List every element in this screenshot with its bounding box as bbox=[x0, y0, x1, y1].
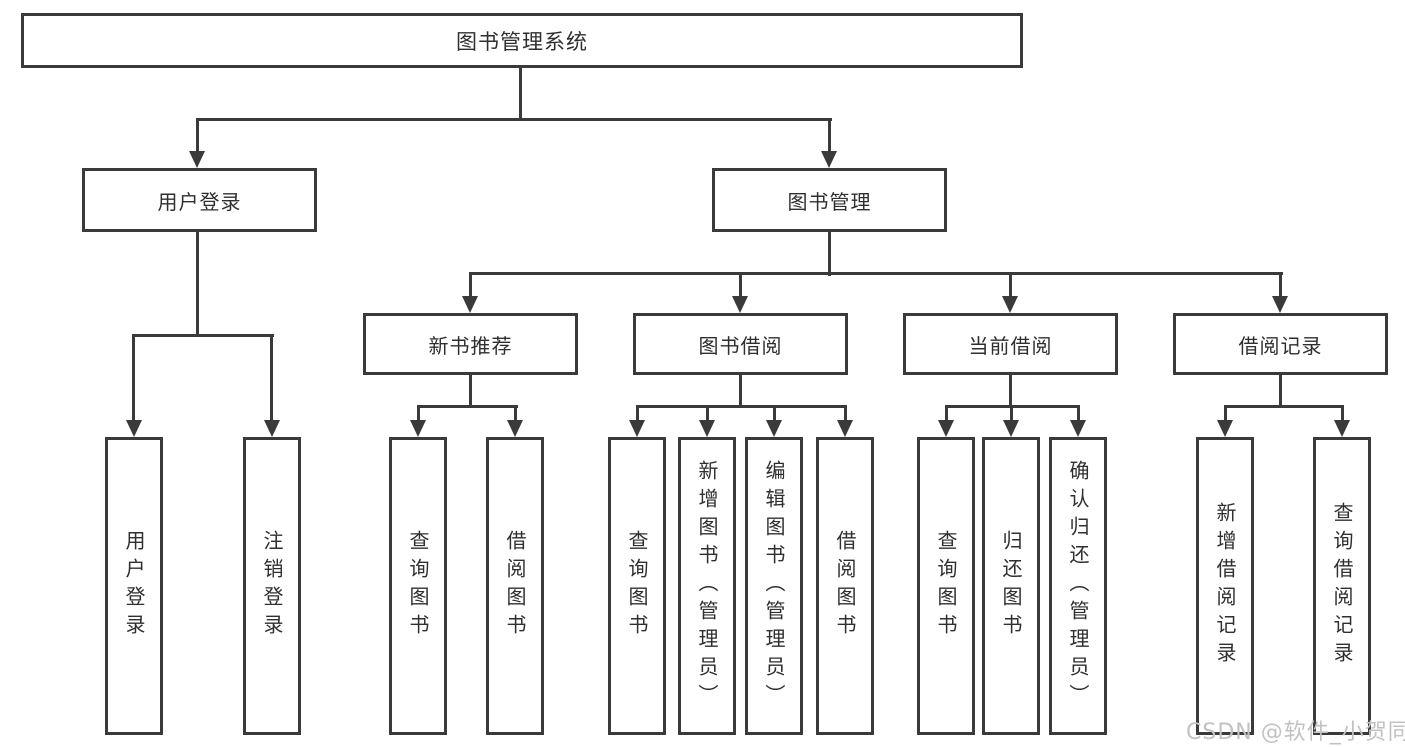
node-book-management: 图书管理 bbox=[712, 168, 947, 232]
leaf-borrow-books: 借阅图书 bbox=[816, 437, 874, 735]
arrowhead bbox=[821, 151, 837, 168]
leaf-query-borrow-record: 查询借阅记录 bbox=[1313, 437, 1371, 735]
arrowhead bbox=[1217, 420, 1233, 437]
leaf-query-books-recommend: 查询图书 bbox=[389, 437, 447, 735]
arrowhead bbox=[699, 420, 715, 437]
arrowhead bbox=[507, 420, 523, 437]
connector-line bbox=[844, 405, 847, 422]
connector-line bbox=[417, 405, 518, 408]
arrowhead bbox=[1334, 420, 1350, 437]
leaf-query-books-borrow: 查询图书 bbox=[608, 437, 666, 735]
arrowhead bbox=[732, 296, 748, 313]
connector-line bbox=[1224, 405, 1344, 408]
node-library-system: 图书管理系统 bbox=[21, 13, 1023, 68]
leaf-label: 查询图书 bbox=[406, 530, 430, 642]
connector-line bbox=[1010, 405, 1013, 422]
arrowhead bbox=[629, 420, 645, 437]
connector-line bbox=[196, 118, 832, 121]
connector-line bbox=[828, 118, 831, 153]
node-user-login: 用户登录 bbox=[82, 168, 317, 232]
connector-line bbox=[132, 334, 274, 337]
connector-line bbox=[514, 405, 517, 422]
leaf-label: 查询借阅记录 bbox=[1330, 502, 1354, 670]
connector-line bbox=[1279, 272, 1282, 298]
connector-line bbox=[773, 405, 776, 422]
leaf-label: 借阅图书 bbox=[833, 530, 857, 642]
connector-line bbox=[739, 272, 742, 298]
arrowhead bbox=[410, 420, 426, 437]
leaf-logout: 注销登录 bbox=[243, 437, 301, 735]
connector-line bbox=[828, 232, 831, 276]
connector-line bbox=[469, 272, 472, 298]
leaf-add-borrow-record: 新增借阅记录 bbox=[1196, 437, 1254, 735]
connector-line bbox=[636, 405, 639, 422]
leaf-label: 归还图书 bbox=[999, 530, 1023, 642]
connector-line bbox=[132, 334, 135, 422]
node-book-borrowing: 图书借阅 bbox=[633, 313, 848, 375]
arrowhead bbox=[264, 420, 280, 437]
connector-line bbox=[1009, 272, 1012, 298]
connector-line bbox=[417, 405, 420, 422]
arrowhead bbox=[126, 420, 142, 437]
leaf-label: 新增图书（管理员） bbox=[695, 460, 719, 712]
node-current-borrowing: 当前借阅 bbox=[903, 313, 1118, 375]
leaf-label: 新增借阅记录 bbox=[1213, 502, 1237, 670]
leaf-label: 借阅图书 bbox=[503, 530, 527, 642]
leaf-confirm-return-admin: 确认归还（管理员） bbox=[1049, 437, 1107, 735]
connector-line bbox=[636, 405, 846, 408]
arrowhead bbox=[1002, 296, 1018, 313]
arrowhead bbox=[1272, 296, 1288, 313]
leaf-label: 查询图书 bbox=[625, 530, 649, 642]
node-borrowing-records: 借阅记录 bbox=[1173, 313, 1388, 375]
leaf-label: 编辑图书（管理员） bbox=[762, 460, 786, 712]
arrowhead bbox=[938, 420, 954, 437]
connector-line bbox=[1224, 405, 1227, 422]
leaf-return-book: 归还图书 bbox=[982, 437, 1040, 735]
connector-line bbox=[469, 272, 1283, 275]
leaf-label: 确认归还（管理员） bbox=[1066, 460, 1090, 712]
leaf-label: 用户登录 bbox=[122, 530, 146, 642]
connector-line bbox=[706, 405, 709, 422]
leaf-borrow-books-recommend: 借阅图书 bbox=[486, 437, 544, 735]
connector-line bbox=[1279, 375, 1282, 408]
connector-line bbox=[739, 375, 742, 408]
connector-line bbox=[469, 375, 472, 408]
arrowhead bbox=[1070, 420, 1086, 437]
leaf-add-book-admin: 新增图书（管理员） bbox=[678, 437, 736, 735]
connector-line bbox=[1077, 405, 1080, 422]
leaf-user-login: 用户登录 bbox=[105, 437, 163, 735]
connector-line bbox=[196, 118, 199, 153]
leaf-edit-book-admin: 编辑图书（管理员） bbox=[745, 437, 803, 735]
connector-line bbox=[270, 334, 273, 422]
arrowhead bbox=[189, 151, 205, 168]
leaf-label: 注销登录 bbox=[260, 530, 284, 642]
connector-line bbox=[196, 232, 199, 337]
arrowhead bbox=[1003, 420, 1019, 437]
arrowhead bbox=[837, 420, 853, 437]
leaf-label: 查询图书 bbox=[934, 530, 958, 642]
connector-line bbox=[1341, 405, 1344, 422]
arrowhead bbox=[766, 420, 782, 437]
connector-line bbox=[519, 68, 522, 121]
connector-line bbox=[945, 405, 948, 422]
node-new-book-recommendation: 新书推荐 bbox=[363, 313, 578, 375]
csdn-watermark: CSDN @软件_小贺同学 bbox=[1186, 720, 1405, 745]
leaf-query-books-current: 查询图书 bbox=[917, 437, 975, 735]
arrowhead bbox=[462, 296, 478, 313]
connector-line bbox=[1009, 375, 1012, 408]
